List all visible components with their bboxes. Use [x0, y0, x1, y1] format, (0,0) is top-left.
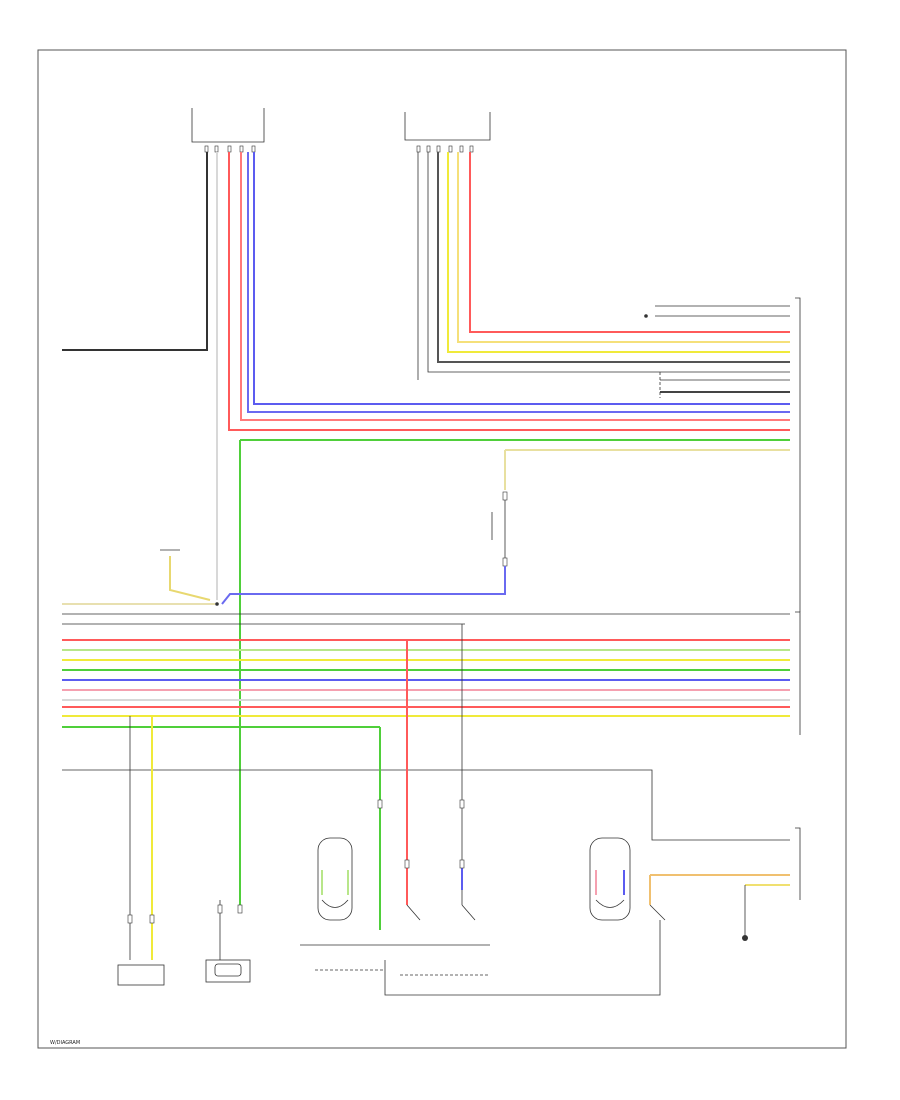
- left-sensor: [160, 549, 211, 601]
- page-code: W/DIAGRAM: [50, 1040, 80, 1046]
- top-wires: [62, 152, 790, 905]
- lamp-1: [317, 837, 353, 921]
- bus-wires: [62, 603, 790, 841]
- ground-point: [742, 935, 748, 941]
- lamp-2: [589, 837, 631, 921]
- right-connector-low: [649, 827, 801, 941]
- junction-dot: [215, 602, 219, 606]
- top-left-component: [191, 108, 265, 153]
- top-center-component: [404, 112, 491, 153]
- switches: [300, 904, 666, 996]
- lower-left-sensor: [117, 964, 165, 986]
- right-connector-top: [795, 297, 801, 612]
- middle-connector: [221, 491, 508, 605]
- lower-drops: [129, 624, 463, 960]
- right-connector-mid: [795, 611, 801, 735]
- diagram-frame: [37, 49, 847, 1049]
- drop-pins: [127, 799, 465, 924]
- lower-motor: [205, 959, 251, 983]
- junction-dot: [644, 314, 648, 318]
